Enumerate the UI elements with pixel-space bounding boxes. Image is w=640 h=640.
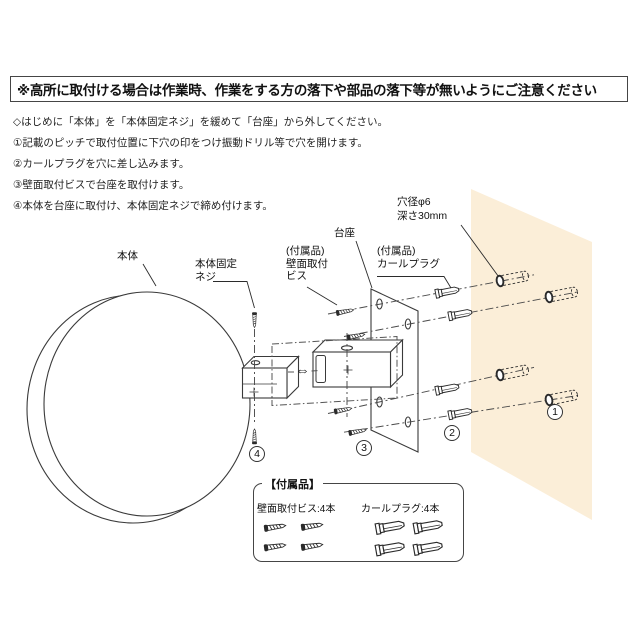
body-fixing-screw-bottom bbox=[251, 428, 258, 445]
leader-lines bbox=[142, 224, 499, 309]
instruction-intro: ◇はじめに「本体」を「本体固定ネジ」を緩めて「台座」から外してください。 bbox=[13, 116, 388, 128]
wall-plug-1 bbox=[434, 284, 460, 299]
slide-arrow-icon: ⇔ bbox=[295, 362, 310, 379]
step-marker-2: 2 bbox=[444, 425, 460, 441]
accessories-plugs-label: カールプラグ:4本 bbox=[361, 504, 440, 515]
wall-screw-1 bbox=[335, 306, 355, 317]
slide-axis-line bbox=[288, 370, 320, 373]
label-body-fixing-screw: 本体固定 ネジ bbox=[195, 258, 237, 283]
warning-text: ※高所に取付ける場合は作業時、作業をする方の落下や部品の落下等が無いようにご注意… bbox=[17, 83, 597, 98]
wall-plug-4 bbox=[447, 406, 473, 421]
mounting-bracket bbox=[311, 338, 404, 389]
instruction-step-2: ②カールプラグを穴に差し込みます。 bbox=[13, 158, 190, 170]
accessories-title: 【付属品】 bbox=[262, 476, 323, 492]
bracket-ghost-outline bbox=[271, 335, 398, 407]
accessories-box bbox=[253, 483, 464, 562]
wall-plug-2 bbox=[447, 307, 473, 322]
instruction-steps: ◇はじめに「本体」を「本体固定ネジ」を緩めて「台座」から外してください。 ①記載… bbox=[13, 112, 388, 217]
body-bracket bbox=[241, 355, 300, 400]
body-disc bbox=[26, 291, 251, 524]
instruction-step-1: ①記載のピッチで取付位置に下穴の印をつけ振動ドリル等で穴を開けます。 bbox=[13, 137, 368, 149]
body-fixing-screw-top bbox=[251, 311, 258, 328]
step-marker-1: 1 bbox=[547, 404, 563, 420]
label-hole-spec: 穴径φ6 深さ30mm bbox=[397, 196, 448, 222]
label-curl-plug: (付属品) カールプラグ bbox=[377, 245, 440, 270]
label-body: 本体 bbox=[117, 250, 138, 262]
wall-screw-3 bbox=[333, 405, 353, 415]
label-base: 台座 bbox=[334, 227, 355, 239]
warning-banner: ※高所に取付ける場合は作業時、作業をする方の落下や部品の落下等が無いようにご注意… bbox=[10, 76, 628, 102]
wall-plug-3 bbox=[434, 381, 460, 396]
step-marker-4: 4 bbox=[249, 446, 265, 462]
step-marker-3: 3 bbox=[356, 440, 372, 456]
wall-panel bbox=[471, 189, 592, 520]
label-wall-mounting-screw: (付属品) 壁面取付 ビス bbox=[286, 245, 328, 282]
accessories-screws-label: 壁面取付ビス:4本 bbox=[257, 504, 336, 515]
instruction-step-4: ④本体を台座に取付け、本体固定ネジで締め付けます。 bbox=[13, 200, 273, 212]
instruction-step-3: ③壁面取付ビスで台座を取付けます。 bbox=[13, 179, 190, 191]
wall-screw-4 bbox=[347, 426, 368, 437]
